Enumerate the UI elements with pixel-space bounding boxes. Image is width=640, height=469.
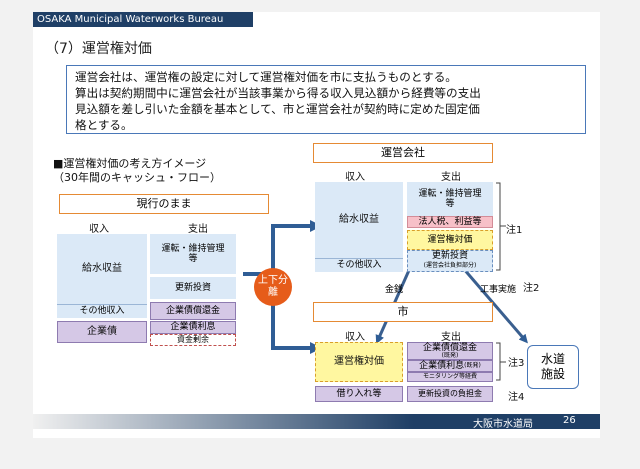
separation-label: 上下分離 bbox=[258, 275, 288, 298]
current-bond-interest-label: 企業債利息 bbox=[170, 322, 216, 333]
company-renewal: 更新投資 (運営会社負担部分) bbox=[407, 250, 493, 272]
current-expense-header: 支出 bbox=[188, 224, 208, 235]
company-tax-profit: 法人税、利益等 bbox=[407, 216, 493, 228]
header-title: OSAKA Municipal Waterworks Bureau bbox=[37, 14, 224, 25]
city-bracket bbox=[496, 342, 506, 381]
city-bond-interest: 企業債利息(既発) bbox=[407, 360, 493, 372]
city-concession-fee-label: 運営権対価 bbox=[334, 356, 384, 368]
company-bracket bbox=[496, 182, 506, 271]
company-renewal-label: 更新投資 bbox=[431, 251, 468, 262]
current-surplus: 資金剰余 bbox=[150, 334, 236, 346]
city-borrowing-label: 借り入れ等 bbox=[336, 388, 382, 399]
city-expense-header: 支出 bbox=[441, 332, 461, 343]
company-title: 運営会社 bbox=[381, 145, 425, 159]
facility-box: 水道施設 bbox=[527, 345, 579, 389]
arrow-to-company bbox=[243, 220, 322, 276]
current-bond-repay-label: 企業債償還金 bbox=[165, 305, 220, 316]
current-bond-repay: 企業債償還金 bbox=[150, 302, 236, 320]
city-monitoring: モニタリング等経費 bbox=[407, 372, 493, 382]
summary-line: 格とする。 bbox=[75, 118, 133, 132]
current-renewal-label: 更新投資 bbox=[174, 282, 211, 293]
current-renewal: 更新投資 bbox=[150, 277, 236, 299]
arrow-works bbox=[461, 267, 528, 344]
company-om-label: 運転・維持管理等 bbox=[418, 188, 482, 209]
note2: 注2 bbox=[523, 283, 540, 294]
city-renewal-share-label: 更新投資の負担金 bbox=[418, 389, 482, 399]
current-other-income: その他収入 bbox=[57, 304, 147, 318]
city-income-header: 収入 bbox=[345, 332, 365, 343]
note4: 注4 bbox=[508, 392, 525, 403]
city-monitoring-label: モニタリング等経費 bbox=[422, 372, 477, 380]
footer-org: 大阪市水道局 bbox=[473, 419, 533, 430]
company-other-income: その他収入 bbox=[315, 258, 403, 272]
company-concession-fee: 運営権対価 bbox=[407, 230, 493, 250]
city-concession-fee: 運営権対価 bbox=[315, 342, 403, 382]
city-bond-interest-label: 企業債利息 bbox=[419, 360, 465, 371]
image-heading: ■運営権対価の考え方イメージ （30年間のキャッシュ・フロー） bbox=[53, 157, 221, 185]
city-bond-repay: 企業債償還金 (既発) bbox=[407, 342, 493, 360]
company-income-header: 収入 bbox=[345, 172, 365, 183]
image-heading-line1: ■運営権対価の考え方イメージ bbox=[53, 157, 207, 170]
current-om-label: 運転・維持管理等 bbox=[161, 243, 225, 264]
flow-money-label: 金銭 bbox=[385, 285, 404, 295]
current-om: 運転・維持管理等 bbox=[150, 234, 236, 274]
flow-works-label: 工事実施 bbox=[480, 285, 517, 295]
current-title: 現行のまま bbox=[136, 196, 192, 210]
current-bonds-label: 企業債 bbox=[87, 326, 117, 338]
city-bond-repay-label: 企業債償還金 bbox=[422, 342, 477, 353]
company-expense-header: 支出 bbox=[441, 172, 461, 183]
company-renewal-note: (運営会社負担部分) bbox=[423, 262, 477, 270]
summary-box: 運営会社は、運営権の設定に対して運営権対価を市に支払うものとする。 算出は契約期… bbox=[66, 65, 586, 134]
company-title-box: 運営会社 bbox=[313, 143, 493, 163]
city-title-box: 市 bbox=[313, 302, 493, 322]
city-borrowing: 借り入れ等 bbox=[315, 386, 403, 402]
company-other-income-label: その他収入 bbox=[336, 260, 382, 271]
footer-fade bbox=[33, 414, 413, 429]
city-bond-repay-note: (既発) bbox=[441, 352, 459, 360]
separation-badge: 上下分離 bbox=[254, 268, 292, 306]
summary-line: 見込額を差し引いた金額を基本として、市と運営会社が契約時に定めた固定価 bbox=[75, 102, 480, 116]
current-water-revenue: 給水収益 bbox=[57, 234, 147, 304]
city-bond-interest-note: (既発) bbox=[464, 361, 481, 369]
company-om: 運転・維持管理等 bbox=[407, 182, 493, 216]
page-title: （7）運営権対価 bbox=[45, 41, 152, 57]
company-water-revenue: 給水収益 bbox=[315, 182, 403, 258]
current-surplus-label: 資金剰余 bbox=[177, 335, 209, 345]
note1: 注1 bbox=[506, 225, 523, 236]
current-other-income-label: その他収入 bbox=[79, 306, 125, 317]
current-bonds: 企業債 bbox=[57, 321, 147, 343]
summary-line: 算出は契約期間中に運営会社が当該事業から得る収入見込額から経費等の支出 bbox=[75, 86, 481, 100]
note3: 注3 bbox=[508, 358, 525, 369]
city-title: 市 bbox=[397, 304, 409, 318]
current-income-header: 収入 bbox=[89, 224, 109, 235]
company-water-revenue-label: 給水収益 bbox=[339, 214, 379, 226]
image-heading-line2: （30年間のキャッシュ・フロー） bbox=[53, 171, 221, 184]
company-concession-fee-label: 運営権対価 bbox=[427, 234, 473, 245]
facility-label: 水道施設 bbox=[540, 352, 565, 381]
header-bar: OSAKA Municipal Waterworks Bureau bbox=[33, 12, 253, 27]
current-water-revenue-label: 給水収益 bbox=[82, 263, 122, 275]
footer-page: 26 bbox=[563, 415, 576, 426]
company-tax-profit-label: 法人税、利益等 bbox=[418, 216, 482, 227]
slide-page: OSAKA Municipal Waterworks Bureau （7）運営権… bbox=[33, 12, 600, 438]
summary-line: 運営会社は、運営権の設定に対して運営権対価を市に支払うものとする。 bbox=[75, 70, 457, 84]
current-title-box: 現行のまま bbox=[59, 194, 269, 214]
current-bond-interest: 企業債利息 bbox=[150, 321, 236, 334]
city-renewal-share: 更新投資の負担金 bbox=[407, 386, 493, 402]
